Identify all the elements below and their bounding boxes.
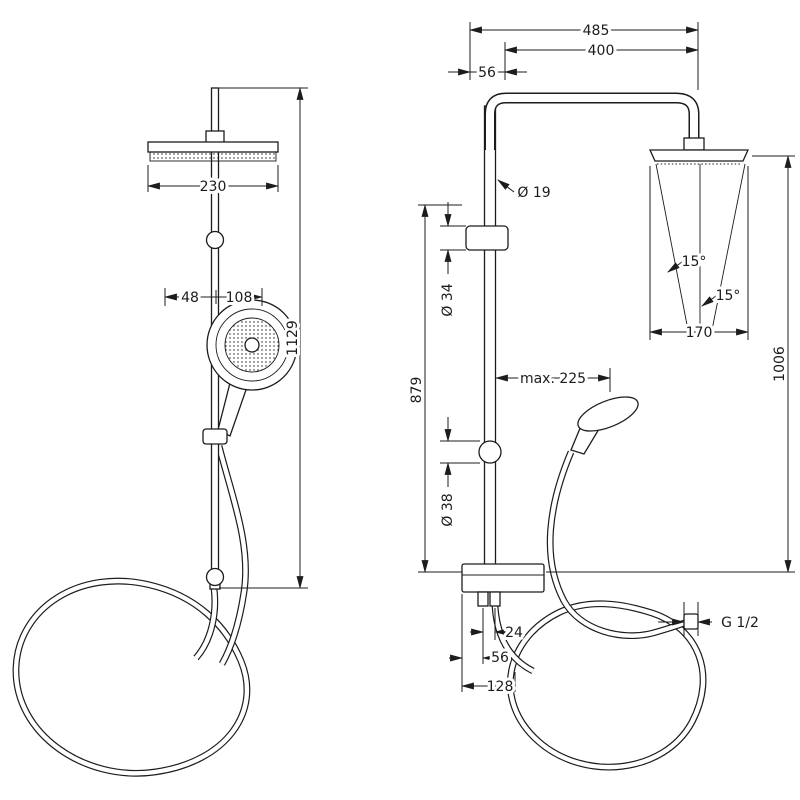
side-head-connector — [683, 137, 705, 151]
dim-label-15-right: 15° — [716, 288, 741, 304]
side-valve-port-right — [489, 591, 501, 607]
front-overhead-shower-plate — [147, 141, 279, 153]
dim-label-max225: max. 225 — [520, 371, 586, 387]
side-shower-bar — [483, 105, 497, 567]
front-dimensions: 230 48 108 1129 — [146, 86, 308, 590]
front-view: 230 48 108 1129 — [12, 86, 308, 777]
front-shower-hose — [12, 445, 251, 777]
dim-label-485: 485 — [583, 23, 610, 39]
dim-label-dia19: Ø 19 — [517, 185, 550, 201]
side-dimensions: 485 400 56 Ø 19 Ø 34 879 max. 225 15° 15… — [406, 20, 795, 698]
dim-label-400: 400 — [588, 43, 615, 59]
dim-label-dia34: Ø 34 — [440, 283, 456, 316]
side-view: 485 400 56 Ø 19 Ø 34 879 max. 225 15° 15… — [406, 20, 795, 771]
side-spray-pattern — [655, 163, 746, 335]
side-overhead-shower-plate — [648, 149, 750, 162]
dim-label-879: 879 — [409, 377, 425, 404]
front-lower-knob — [205, 567, 225, 587]
dim-label-108: 108 — [226, 290, 253, 306]
front-overhead-spray-face — [149, 151, 277, 162]
side-hose-upper-core — [548, 451, 688, 638]
dim-label-128: 128 — [487, 679, 514, 695]
side-valve-port-left — [477, 591, 489, 607]
side-valve-body — [461, 563, 545, 593]
dim-label-1129: 1129 — [285, 320, 301, 356]
dim-label-230: 230 — [200, 179, 227, 195]
dim-label-1006: 1006 — [772, 346, 788, 382]
side-hand-shower — [570, 396, 639, 455]
side-shower-arm-outline — [484, 92, 700, 150]
dim-label-15-left: 15° — [682, 254, 707, 270]
dim-label-56: 56 — [478, 65, 496, 81]
spray-lines — [655, 163, 746, 335]
front-head-connector — [205, 130, 225, 144]
side-wall-bracket — [465, 225, 509, 251]
side-shower-column — [461, 92, 750, 607]
front-upper-knob — [205, 230, 225, 250]
front-hose-lower-core — [194, 587, 217, 660]
front-hose-upper-core — [216, 445, 248, 666]
dim-label-170: 170 — [686, 325, 713, 341]
side-hose-valve-core — [492, 605, 535, 673]
front-handshower-holder — [202, 428, 228, 445]
spray-angle-leader-left — [667, 261, 683, 273]
front-handshower-face-ring — [215, 308, 289, 382]
dim-label-48: 48 — [181, 290, 199, 306]
front-handshower-center-cap — [244, 337, 260, 353]
side-shower-arm-core — [486, 94, 698, 150]
dim-label-56b: 56 — [491, 650, 509, 666]
dim-label-g12: G 1/2 — [721, 615, 759, 631]
front-hand-shower — [202, 299, 298, 445]
side-handshower-head — [577, 396, 639, 432]
dim-19-leader — [497, 179, 515, 193]
spray-angle-leader-right — [701, 295, 717, 307]
side-hose-loop-core — [508, 601, 706, 770]
side-shower-hose — [491, 450, 707, 771]
dim-label-dia38: Ø 38 — [440, 493, 456, 526]
dim-label-24: 24 — [505, 625, 523, 641]
side-hose-thread-fitting — [683, 613, 699, 630]
side-slider-joint — [478, 440, 502, 464]
